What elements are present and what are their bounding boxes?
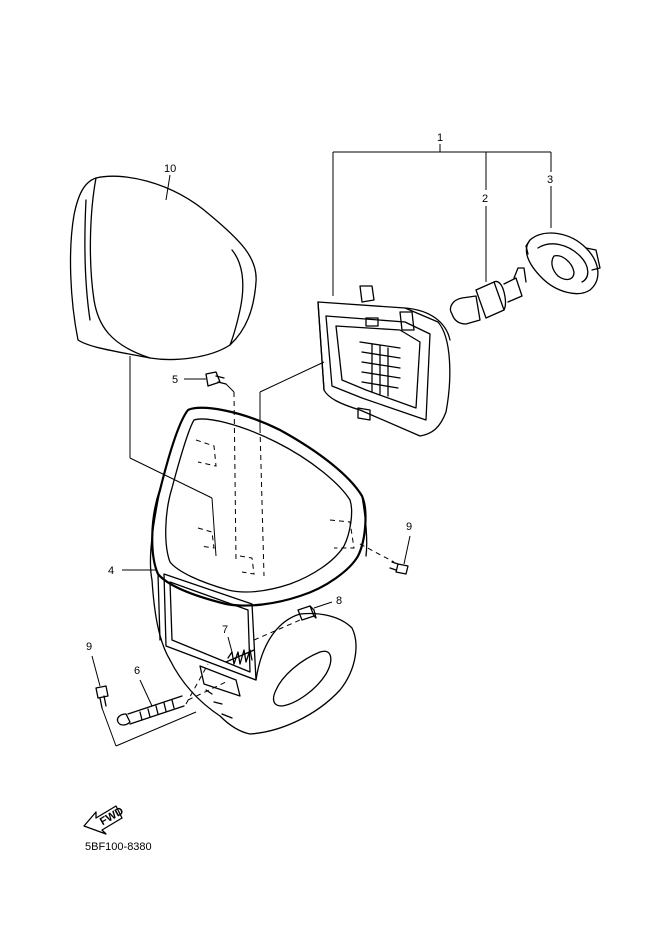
assembly-lines — [101, 356, 395, 747]
spring-part-7 — [225, 649, 255, 665]
callout-10: 10 — [164, 163, 176, 175]
bolt-part-6 — [116, 695, 185, 726]
leader-7 — [227, 636, 233, 653]
callout-2: 2 — [482, 193, 488, 205]
grommet-part-8 — [297, 605, 317, 621]
leader-10 — [165, 174, 171, 201]
screw-part-5 — [205, 371, 227, 387]
leader-9-left — [91, 655, 101, 687]
callout-8: 8 — [336, 595, 342, 607]
callout-4: 4 — [108, 565, 114, 577]
headlight-unit — [317, 285, 451, 437]
visor-part-10 — [69, 175, 257, 361]
diagram-code: 5BF100-8380 — [85, 841, 152, 853]
callout-1: 1 — [437, 132, 443, 144]
callout-5: 5 — [172, 374, 178, 386]
leader-8 — [313, 601, 333, 609]
bolt-part-9-left — [95, 685, 109, 709]
leader-6 — [139, 679, 153, 707]
socket-part-3 — [525, 232, 601, 295]
callout-9-right: 9 — [406, 521, 412, 533]
fwd-arrow-icon: FWD — [83, 805, 126, 835]
bolt-part-9-right — [389, 561, 409, 575]
cowling-hidden-lines — [195, 439, 355, 575]
bulb-part-2 — [449, 267, 527, 325]
cowling-part-4 — [149, 406, 368, 735]
callout-3: 3 — [547, 174, 553, 186]
callout-6: 6 — [134, 665, 140, 677]
callout-1-bracket — [332, 144, 552, 296]
callout-9-left: 9 — [86, 641, 92, 653]
leader-9-right — [403, 535, 411, 565]
callout-7: 7 — [222, 624, 228, 636]
